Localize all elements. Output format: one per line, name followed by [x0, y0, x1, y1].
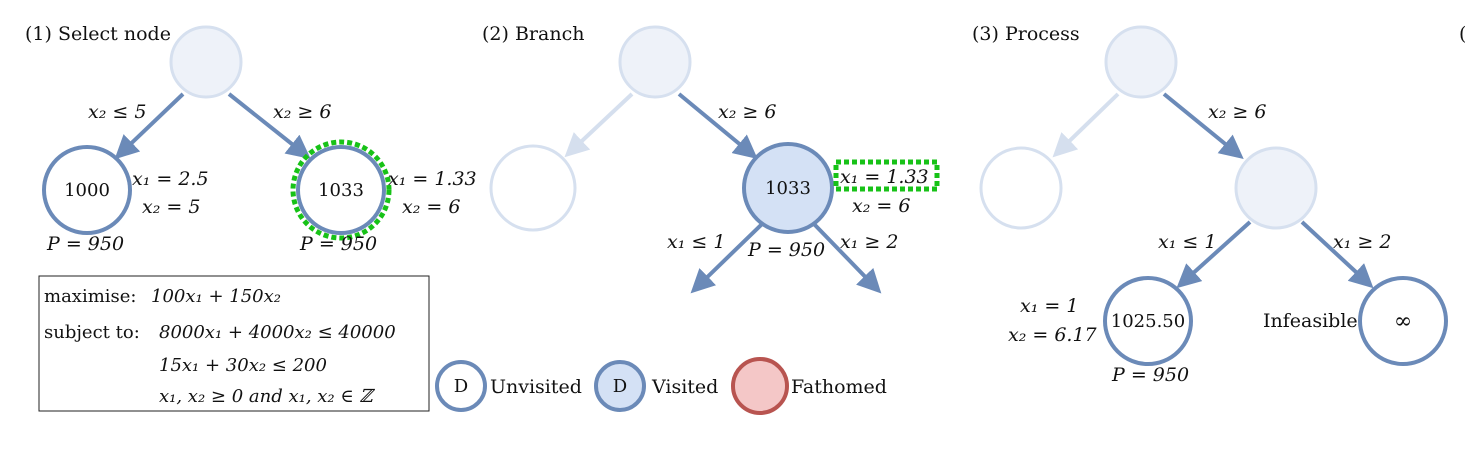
- left-child-p: P = 950: [46, 233, 124, 255]
- processed-node-faded: [1234, 146, 1318, 230]
- current-node: [742, 142, 834, 234]
- root-node: [618, 25, 692, 99]
- panel-select-node: (1) Select node x₂ ≤ 5 x₂ ≥ 6 1000 x₁ = …: [25, 23, 477, 412]
- right-subproblem-value: ∞: [1394, 309, 1412, 334]
- panel-4-title-partial: (: [1459, 23, 1465, 45]
- left-child-faded: [979, 146, 1063, 230]
- legend-unvisited-letter: D: [454, 376, 468, 397]
- left-child-faded: [489, 144, 577, 232]
- legend-unvisited-symbol: [435, 360, 487, 412]
- legend-visited-letter: D: [613, 376, 627, 397]
- lp-objective-label: maximise:: [44, 286, 137, 307]
- edge-left: [114, 92, 185, 160]
- edge-right-label: x₂ ≥ 6: [273, 101, 331, 123]
- legend-fathomed-label: Fathomed: [791, 376, 887, 398]
- left-child-value: 1000: [64, 180, 110, 201]
- branch-left-arrow: [1176, 220, 1252, 289]
- branch-right-label: x₁ ≥ 2: [1333, 231, 1391, 253]
- current-node-value: 1033: [765, 178, 811, 199]
- legend-visited-symbol: [594, 360, 646, 412]
- branch-right-arrow: [1300, 220, 1374, 289]
- root-node: [169, 25, 243, 99]
- right-child-x1: x₁ = 1.33: [388, 168, 477, 190]
- lp-constraint-3: x₁, x₂ ≥ 0 and x₁, x₂ ∈ ℤ: [159, 386, 375, 407]
- legend-visited-label: Visited: [651, 376, 718, 398]
- right-child-value: 1033: [318, 180, 364, 201]
- lp-box: [38, 275, 430, 412]
- edge-right-label: x₂ ≥ 6: [718, 101, 776, 123]
- legend: D Unvisited D Visited Fathomed: [435, 357, 887, 415]
- panel-3-title: (3) Process: [972, 23, 1080, 45]
- lp-constraint-1: 8000x₁ + 4000x₂ ≤ 40000: [159, 322, 396, 343]
- panel-process: (3) Process x₂ ≥ 6 x₁ ≤ 1 x₁ ≥ 2 1025.50…: [972, 23, 1448, 386]
- root-node: [1104, 25, 1178, 99]
- left-subproblem-node: [1103, 276, 1193, 366]
- edge-left-faded: [564, 92, 634, 158]
- panel-2-title: (2) Branch: [482, 23, 584, 45]
- left-subproblem-value: 1025.50: [1111, 311, 1185, 332]
- legend-fathomed-symbol: [731, 357, 789, 415]
- edge-right-label: x₂ ≥ 6: [1208, 101, 1266, 123]
- left-child-x2: x₂ = 5: [142, 196, 200, 218]
- left-child-node: [42, 145, 132, 235]
- edge-right: [227, 92, 311, 159]
- right-subproblem-node: [1358, 276, 1448, 366]
- lp-constraint-2: 15x₁ + 30x₂ ≤ 200: [159, 355, 327, 376]
- current-node-p: P = 950: [747, 239, 825, 261]
- right-subproblem-label: Infeasible: [1263, 310, 1358, 332]
- left-subproblem-x2: x₂ = 6.17: [1008, 324, 1098, 346]
- edge-left-label: x₂ ≤ 5: [88, 101, 146, 123]
- panel-1-title: (1) Select node: [25, 23, 171, 45]
- right-child-p: P = 950: [299, 233, 377, 255]
- branch-left-label: x₁ ≤ 1: [1158, 231, 1216, 253]
- legend-unvisited-label: Unvisited: [490, 376, 582, 398]
- right-child-x2: x₂ = 6: [402, 196, 460, 218]
- panel-branch: (2) Branch x₂ ≥ 6 1033 x₁ = 1.33 x₂ = 6 …: [482, 23, 940, 294]
- left-subproblem-p: P = 950: [1111, 364, 1189, 386]
- selection-highlight: [290, 139, 392, 241]
- branch-left-arrow: [690, 222, 764, 294]
- branch-right-label: x₁ ≥ 2: [840, 231, 898, 253]
- edge-right: [677, 92, 758, 160]
- current-node-x1: x₁ = 1.33: [840, 166, 929, 188]
- lp-objective: 100x₁ + 150x₂: [151, 286, 281, 307]
- branch-variable-highlight: [833, 159, 940, 192]
- right-child-node: [296, 145, 386, 235]
- edge-right: [1162, 92, 1244, 160]
- edge-left-faded: [1052, 92, 1120, 158]
- branch-left-label: x₁ ≤ 1: [667, 231, 725, 253]
- lp-constraints-label: subject to:: [44, 322, 140, 343]
- branch-right-arrow: [812, 222, 882, 294]
- left-subproblem-x1: x₁ = 1: [1020, 295, 1078, 317]
- current-node-x2: x₂ = 6: [852, 195, 910, 217]
- left-child-x1: x₁ = 2.5: [132, 168, 209, 190]
